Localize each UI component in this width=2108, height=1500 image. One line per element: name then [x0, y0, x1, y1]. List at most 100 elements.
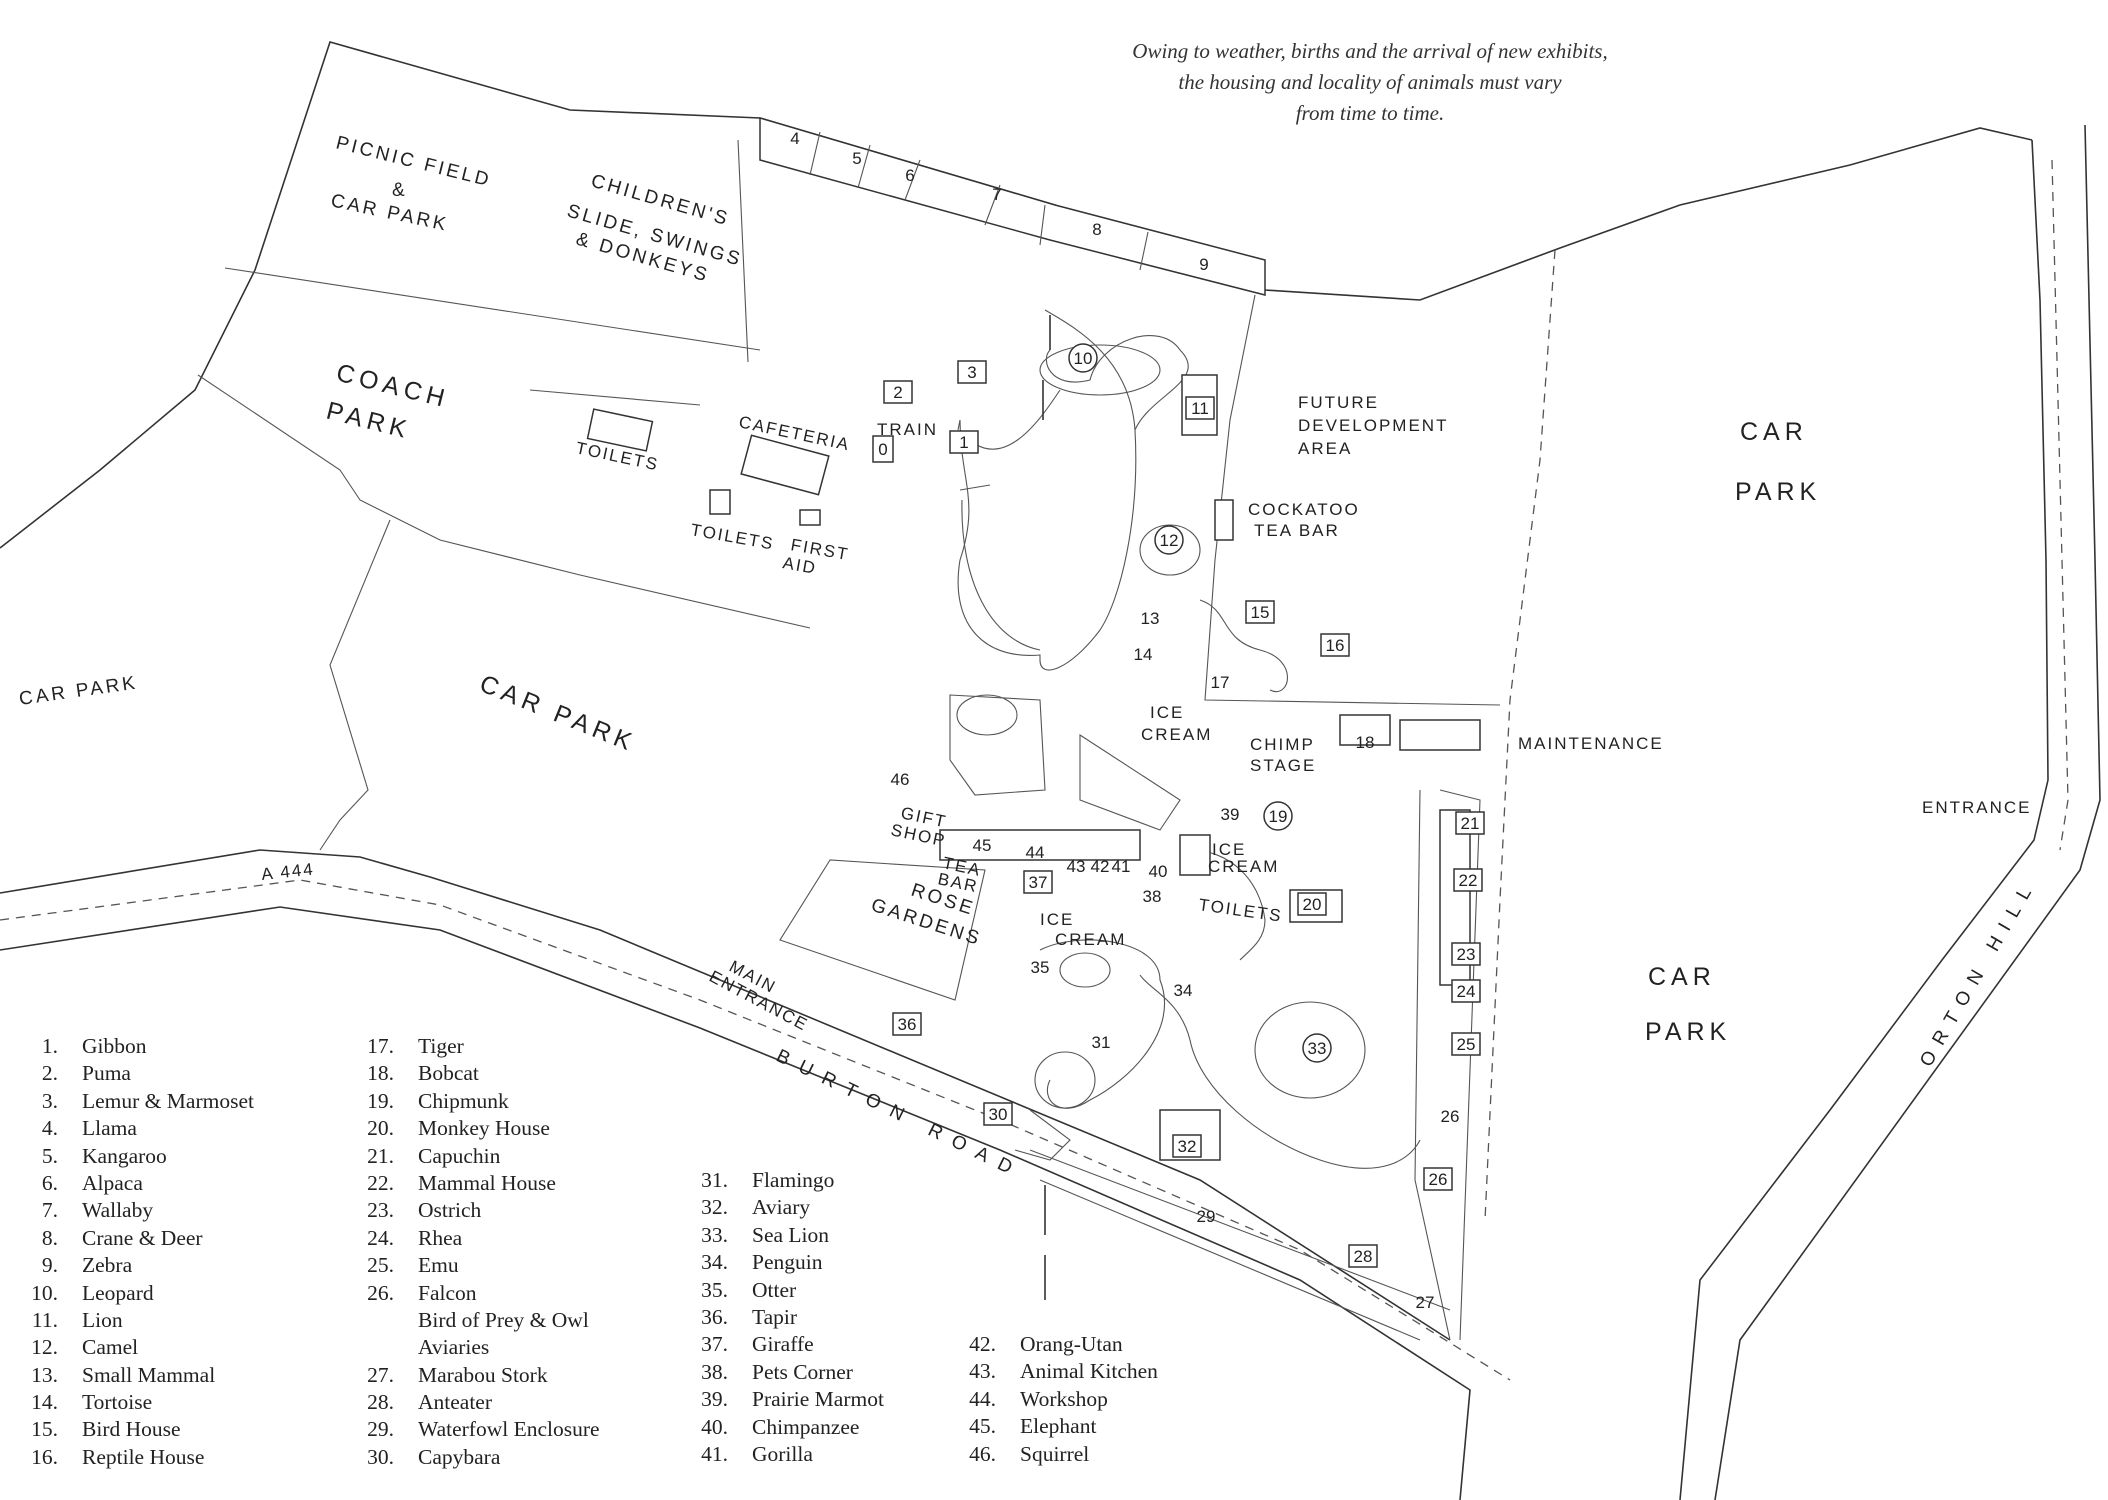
future-dev-label-2: DEVELOPMENT [1298, 416, 1448, 435]
legend-name: Llama [82, 1116, 137, 1141]
legend-name: Flamingo [752, 1168, 835, 1192]
enclosure-marker-box [1455, 811, 1485, 835]
enclosure-number: 20 [1303, 895, 1322, 914]
enclosure-number: 22 [1459, 871, 1478, 890]
legend-item: 30.Capybara [348, 1444, 600, 1471]
enclosure-marker-circle [1263, 801, 1293, 831]
legend-number: 27. [367, 1362, 394, 1387]
enclosure-number: 23 [1457, 945, 1476, 964]
ice-cream-label-1: ICE [1150, 703, 1184, 722]
legend-name: Prairie Marmot [752, 1387, 884, 1412]
legend-number: 4. [41, 1116, 58, 1141]
legend-item: 14.Tortoise [12, 1389, 254, 1416]
chimp-stage-label-1: CHIMP [1250, 735, 1315, 754]
enclosure-number: 40 [1149, 862, 1168, 881]
legend-item: 4. Llama [12, 1115, 254, 1142]
legend-name: Waterfowl Enclosure [418, 1417, 600, 1442]
enclosure-marker-box [1348, 1244, 1378, 1268]
car-park-ne-label-1: CAR [1740, 418, 1808, 446]
enclosure-number: 4 [790, 129, 799, 148]
legend-name: Small Mammal [82, 1362, 216, 1387]
legend-name: Aviaries [418, 1335, 490, 1360]
legend-number: 15. [31, 1417, 58, 1442]
toilets-label-lower: TOILETS [689, 520, 776, 553]
legend-name: Leopard [82, 1280, 154, 1305]
legend-number: 16. [31, 1444, 58, 1469]
legend-name: Bobcat [418, 1061, 479, 1086]
ice-cream-label-2: CREAM [1141, 725, 1212, 744]
enclosure-marker-box [883, 380, 913, 404]
legend-name: Mammal House [418, 1170, 556, 1195]
legend-item: 26.Falcon [348, 1280, 600, 1307]
legend-number: 12. [31, 1335, 58, 1360]
legend-item: 12.Camel [12, 1334, 254, 1361]
note-line-2: the housing and locality of animals must… [1178, 70, 1562, 94]
entrance-east-label: ENTRANCE [1922, 798, 2032, 817]
legend-name: Ostrich [418, 1198, 482, 1223]
enclosure-number: 33 [1308, 1039, 1327, 1058]
enclosure-number: 0 [878, 440, 887, 459]
enclosure-number: 13 [1141, 609, 1160, 628]
legend-item: 33.Sea Lion [682, 1222, 884, 1249]
legend-number: 23. [367, 1198, 394, 1223]
enclosure-number: 12 [1160, 531, 1179, 550]
orton-hill-label: ORTON HILL [1916, 875, 2041, 1070]
legend-name: Monkey House [418, 1116, 550, 1141]
enclosure-marker-circle [1302, 1033, 1332, 1063]
legend-number: 6. [41, 1170, 58, 1195]
legend-name: Rhea [418, 1225, 463, 1250]
enclosure-number: 15 [1251, 603, 1270, 622]
enclosure-number: 18 [1356, 733, 1375, 752]
enclosure-number: 41 [1112, 857, 1131, 876]
enclosure-number: 32 [1178, 1137, 1197, 1156]
legend-name: Emu [418, 1253, 459, 1278]
legend-item: 2.Puma [12, 1060, 254, 1087]
enclosure-marker-box [872, 435, 894, 463]
enclosure-number: 16 [1326, 636, 1345, 655]
legend-item: 37.Giraffe [682, 1331, 884, 1358]
enclosure-number: 11 [1191, 399, 1209, 418]
legend-number: 38. [701, 1359, 728, 1384]
enclosure-number: 38 [1143, 887, 1162, 906]
enclosure-marker-box [892, 1012, 922, 1036]
legend-name: Kangaroo [82, 1143, 167, 1168]
legend-number: 26. [367, 1280, 394, 1305]
legend-name: Gibbon [82, 1034, 147, 1058]
legend-name: Puma [82, 1061, 131, 1086]
legend-item: 1.Gibbon [12, 1033, 254, 1060]
enclosure-number: 45 [973, 836, 992, 855]
legend-item: 8.Crane & Deer [12, 1225, 254, 1252]
legend-number: 7. [41, 1198, 58, 1223]
enclosure-number: 44 [1026, 843, 1045, 862]
enclosure-marker-box [1297, 892, 1327, 916]
legend-name: Penguin [752, 1250, 823, 1275]
legend-item: 3.Lemur & Marmoset [12, 1088, 254, 1115]
enclosure-number: 29 [1197, 1207, 1216, 1226]
future-dev-label-3: AREA [1298, 439, 1352, 458]
enclosure-marker-box [949, 430, 979, 454]
legend-number: 43. [969, 1359, 996, 1384]
legend-name: Elephant [1020, 1414, 1097, 1439]
cockatoo-label-1: COCKATOO [1248, 500, 1360, 519]
legend-name: Anteater [418, 1390, 493, 1415]
legend-number: 20. [367, 1116, 394, 1141]
legend-number: 40. [701, 1414, 728, 1439]
enclosure-marker-box [957, 360, 987, 384]
enclosure-marker-box [1172, 1134, 1202, 1158]
legend-name: Reptile House [82, 1444, 205, 1469]
legend-item: 23. Ostrich [348, 1197, 600, 1224]
disclaimer-note: Owing to weather, births and the arrival… [1010, 36, 1730, 129]
enclosure-number: 36 [898, 1015, 917, 1034]
legend-name: Capuchin [418, 1143, 501, 1168]
legend-name: Zebra [82, 1253, 133, 1278]
legend-item: 36.Tapir [682, 1304, 884, 1331]
legend-item: 7.Wallaby [12, 1197, 254, 1224]
legend-name: Workshop [1020, 1386, 1108, 1411]
legend-number: 10. [31, 1280, 58, 1305]
legend-name: Lion [82, 1307, 123, 1332]
enclosure-number: 26 [1441, 1107, 1460, 1126]
